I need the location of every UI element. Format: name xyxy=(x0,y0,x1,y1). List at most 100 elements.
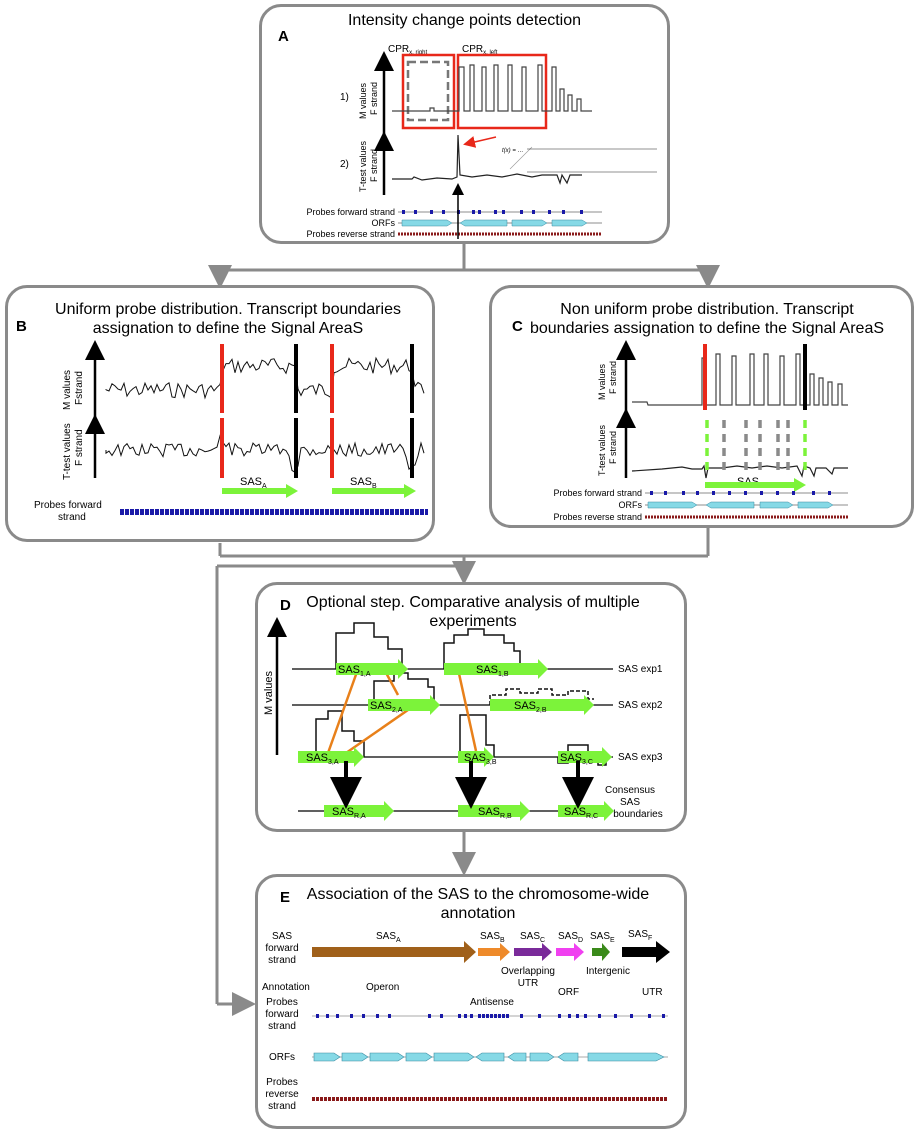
panel-c-title: Non uniform probe distribution. Transcri… xyxy=(502,300,912,338)
d-sas1b-label: SAS1,B xyxy=(476,664,509,678)
d-sas-arrows xyxy=(298,659,614,821)
e-probe-marker-10 xyxy=(464,1014,467,1018)
panel-a-title: Intensity change points detection xyxy=(347,12,582,29)
e-overlap-1: Overlapping xyxy=(501,966,555,977)
e-annotation: Annotation xyxy=(262,982,310,993)
e-sas-a-arrow xyxy=(312,941,476,963)
e-sas-c-label: SASC xyxy=(520,931,545,944)
m-values-trace xyxy=(392,64,592,112)
c-m-ylabel-2: F strand xyxy=(608,361,618,394)
e-probe-marker-19 xyxy=(506,1014,509,1018)
e-probe-marker-30 xyxy=(662,1014,665,1018)
cpr-left-box xyxy=(456,53,548,130)
e-probe-marker-28 xyxy=(630,1014,633,1018)
e-probes-fwd-3: strand xyxy=(268,1021,296,1032)
e-orf-arrows xyxy=(313,1052,665,1062)
e-probe-marker-23 xyxy=(568,1014,571,1018)
c-track-probes-rev: Probes reverse strand xyxy=(553,512,642,522)
e-probe-marker-1 xyxy=(326,1014,329,1018)
panel-c-title-line2: boundaries assignation to define the Sig… xyxy=(529,320,885,337)
c-sas-a-arrow xyxy=(705,478,806,492)
e-probe-marker-18 xyxy=(502,1014,505,1018)
e-probe-marker-27 xyxy=(614,1014,617,1018)
e-sas-fwd-3: strand xyxy=(268,955,296,966)
d-sas-arrow-2 xyxy=(368,695,440,715)
c-m-values-trace xyxy=(632,353,848,406)
e-overlap-2: UTR xyxy=(518,978,539,989)
e-probe-marker-26 xyxy=(598,1014,601,1018)
e-orf: ORF xyxy=(558,987,579,998)
d-sas-arrow-1 xyxy=(444,659,548,679)
e-probe-marker-20 xyxy=(520,1014,523,1018)
d-sas-arrow-5 xyxy=(458,747,494,767)
panel-b-diagram: M values Fstrand T-test values F strand … xyxy=(34,340,428,523)
e-sas-f-label: SASF xyxy=(628,929,652,942)
panel-e-title-line1: Association of the SAS to the chromosome… xyxy=(306,886,650,903)
panel-b-title-line2: assignation to define the Signal AreaS xyxy=(92,320,364,337)
e-sas-fwd-label: SAS forward strand xyxy=(265,931,298,966)
e-probe-marker-29 xyxy=(648,1014,651,1018)
e-probe-marker-0 xyxy=(316,1014,319,1018)
panel-c-track-labels: Probes forward strand ORFs Probes revers… xyxy=(553,488,642,522)
panel-a-track-labels: Probes forward strand ORFs Probes revers… xyxy=(306,207,395,239)
b-sas-a-arrow xyxy=(222,484,298,498)
e-probe-marker-5 xyxy=(376,1014,379,1018)
a-track-probes-rev: Probes reverse strand xyxy=(306,229,395,239)
e-antisense: Antisense xyxy=(470,997,514,1008)
b-t-ylabel-2: F strand xyxy=(74,429,85,466)
cpr-right-label: CPRx, right xyxy=(388,44,427,56)
d-consensus-1: Consensus xyxy=(605,785,655,796)
e-sas-e-label: SASE xyxy=(590,931,615,944)
t-statistic-formula: t(x) = … xyxy=(502,148,524,154)
e-track-labels: Probes forward strand ORFs Probes revers… xyxy=(265,997,299,1112)
panel-d-diagram: M values SAS exp1 SAS exp2 SAS exp3 Cons… xyxy=(263,617,663,821)
d-m-ylabel: M values xyxy=(263,670,275,715)
e-orfs: ORFs xyxy=(269,1052,295,1063)
d-consensus-3: boundaries xyxy=(613,809,662,820)
e-probes-fwd-markers xyxy=(316,1014,665,1018)
e-probe-marker-17 xyxy=(498,1014,501,1018)
step-2-label: 2) xyxy=(340,159,349,170)
panel-a-t-ylabel-2: F strand xyxy=(369,149,379,182)
e-probe-marker-2 xyxy=(336,1014,339,1018)
e-probe-marker-22 xyxy=(558,1014,561,1018)
a-track-probes-fwd: Probes forward strand xyxy=(306,207,395,217)
b-t-ylabel-1: T-test values xyxy=(62,423,73,480)
e-sas-b-arrow xyxy=(478,943,510,961)
d-sas2b-label: SAS2,B xyxy=(514,700,547,714)
c-m-ylabel-1: M values xyxy=(597,363,607,400)
d-consensus-arrows xyxy=(330,761,594,809)
b-track-probes-2: strand xyxy=(58,512,86,523)
b-m-ylabel-1: M values xyxy=(62,370,73,410)
panel-a-diagram: CPRx, right CPRx, left M values F strand… xyxy=(306,44,657,239)
e-operon: Operon xyxy=(366,982,399,993)
d-sas-arrow-0 xyxy=(336,659,408,679)
e-probe-marker-13 xyxy=(482,1014,485,1018)
d-exp1-label: SAS exp1 xyxy=(618,664,663,675)
e-probe-marker-14 xyxy=(486,1014,489,1018)
panel-a-label: A xyxy=(278,28,289,45)
d-consensus-2: SAS xyxy=(620,797,640,808)
e-probe-marker-6 xyxy=(388,1014,391,1018)
cpr-right-inner-box xyxy=(406,60,450,122)
e-sas-labels: SASA SASB SASC SASD SASE SASF xyxy=(376,929,652,944)
e-probes-fwd-1: Probes xyxy=(266,997,298,1008)
formula-pointer-arrow xyxy=(463,136,497,148)
a-track-orfs: ORFs xyxy=(372,218,396,228)
e-probe-marker-25 xyxy=(584,1014,587,1018)
d-exp2-label: SAS exp2 xyxy=(618,700,663,711)
d-sas2a-label: SAS2,A xyxy=(370,700,403,714)
e-utr: UTR xyxy=(642,987,663,998)
panel-b-title-line1: Uniform probe distribution. Transcript b… xyxy=(55,301,401,318)
panel-d: Optional step. Comparative analysis of m… xyxy=(255,582,687,832)
panel-c-diagram: M values F strand T-test values F strand… xyxy=(553,340,848,522)
panel-b-label: B xyxy=(16,318,27,335)
e-sas-fwd-2: forward xyxy=(265,943,298,954)
panel-b-ylabels: M values Fstrand T-test values F strand xyxy=(62,370,85,480)
c-track-probes-fwd: Probes forward strand xyxy=(553,488,642,498)
d-exp3-label: SAS exp3 xyxy=(618,752,663,763)
t-test-trace xyxy=(392,134,582,186)
d-sas3b-label: SAS3,B xyxy=(464,752,497,766)
e-intergenic: Intergenic xyxy=(586,966,630,977)
e-probes-rev-3: strand xyxy=(268,1101,296,1112)
